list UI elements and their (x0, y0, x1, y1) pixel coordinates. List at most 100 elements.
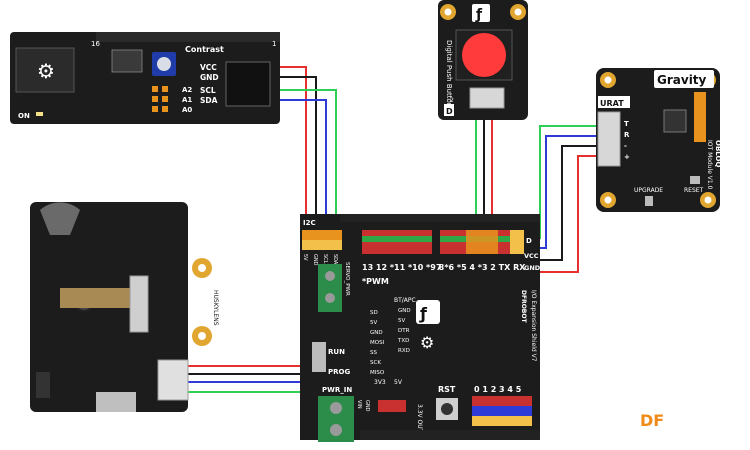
power-pins-right: GND 5V DTR TXD RXD (397, 308, 411, 354)
shield-title: I/O Expansion Shield V7 (530, 290, 537, 362)
button-mount-hole (514, 8, 522, 16)
iot-brand-box (654, 70, 714, 88)
iot-side-label-top: OBLOQ (714, 140, 722, 167)
wire-iot-gnd (524, 145, 600, 261)
lcd-chip (111, 49, 143, 73)
pin-sck: SCK (370, 360, 381, 366)
wire-iot-vcc (524, 155, 600, 273)
servo-label: SERVO_PWR (344, 262, 350, 296)
lcd-pin-socket (225, 61, 271, 107)
iot-pin-vcc: + (624, 153, 630, 161)
gear-icon: ⚙ (37, 59, 55, 83)
bt-pin-rxd: RXD (398, 348, 410, 354)
bottom-pin-header (360, 430, 540, 440)
pin-sd: SD (370, 310, 378, 316)
camera-sensor (129, 275, 149, 333)
shield-gnd-right-label: GND (524, 264, 541, 272)
huskylens-camera: HUSKYLENS (30, 202, 219, 412)
lcd-address-pins: A2 A1 A0 (182, 86, 192, 114)
button-logo (472, 4, 490, 22)
out-label: 3.3V OUT (416, 404, 423, 433)
rst-label: RST (438, 385, 456, 394)
digital-headers (362, 230, 524, 254)
prog-label: PROG (328, 368, 350, 376)
upgrade-button[interactable] (645, 196, 653, 206)
iot-pin-r: R (624, 131, 630, 139)
bt-pin-5v: 5V (398, 318, 405, 324)
iot-pins: T R - + (624, 120, 630, 161)
bt-label: BT/APC (394, 297, 416, 304)
analog-header (472, 396, 532, 426)
i2c-pin-labels: 5V GND SCL SDA (302, 254, 338, 266)
camera-button[interactable] (36, 372, 50, 398)
lcd-on-label: ON (18, 112, 30, 120)
button-code-label: D (446, 107, 453, 116)
shield-gear-icon: ⚙ (420, 333, 434, 352)
lcd-pin-vcc: VCC (200, 63, 217, 72)
contrast-label: Contrast (185, 45, 224, 54)
shield-brand: DFROBOT (520, 290, 527, 323)
run-prog-switch[interactable] (312, 342, 326, 372)
run-label: RUN (328, 348, 345, 356)
iot-connector (597, 111, 621, 167)
button-connector (469, 87, 505, 109)
analog-label: 0 1 2 3 4 5 (474, 385, 522, 394)
i2c-pin-scl: SCL (322, 254, 328, 264)
lcd-pcb (10, 32, 280, 124)
iot-port-box (598, 96, 630, 108)
camera-connector (157, 359, 189, 401)
shield-vcc-label: VCC (524, 252, 539, 260)
reset-button[interactable] (690, 176, 700, 184)
v3-label: 3V3 (374, 379, 386, 386)
shield-d-label: D (526, 237, 532, 245)
i2c-pin-5v: 5V (302, 254, 308, 261)
bt-pin-txd: TXD (397, 338, 409, 344)
voltage-jumper[interactable] (378, 400, 406, 412)
power-pins-left: SD 5V GND MOSI SS SCK MISO (370, 310, 385, 376)
button-title: Digital Push Button (445, 40, 453, 107)
v5-label: 5V (394, 379, 403, 386)
iot-side-label: IOT Module V1.0 (706, 140, 713, 190)
lcd-pin-header-right: 1 (272, 40, 276, 48)
i2c-pin-gnd: GND (312, 254, 318, 266)
shield-i2c-label: I2C (303, 219, 316, 227)
button-code-box (444, 104, 454, 116)
shield-pcb (300, 214, 540, 440)
lcd-on-led (36, 112, 43, 116)
top-pin-header (340, 214, 540, 222)
i2c-header (302, 230, 342, 250)
io-expansion-shield: I2C 5V GND SCL SDA SERVO_PWR 13 12 *11 *… (300, 214, 541, 442)
button-pin-label: 2 (450, 97, 454, 104)
lcd-pin-header (96, 32, 280, 42)
addr-a2: A2 (182, 86, 192, 94)
digital-top2-label: 7 *6 *5 4 *3 2 TX RX (436, 263, 526, 272)
red-push-button[interactable] (462, 33, 506, 77)
addr-a0: A0 (182, 106, 192, 114)
lcd-pin-scl: SCL (200, 86, 216, 95)
i2c-pin-sda: SDA (332, 254, 338, 265)
digital-top-label: 13 12 *11 *10 *9 8 (362, 263, 445, 272)
camera-usb-port (96, 392, 136, 412)
addr-a1: A1 (182, 96, 192, 104)
lcd-pins: VCC GND SCL SDA (200, 63, 219, 105)
iot-antenna (694, 92, 706, 142)
lcd-module: 16 1 ⚙ Contrast VCC GND SCL SDA A2 A1 A0 (10, 32, 280, 124)
iot-brand: Gravity (657, 73, 707, 87)
iot-reset-label: RESET (684, 187, 704, 194)
button-mount-hole (444, 8, 452, 16)
button-logo-glyph: ƒ (475, 7, 483, 23)
camera-flex-cable (60, 288, 130, 308)
vin-label: VIN (356, 400, 362, 409)
iot-chip (663, 109, 687, 133)
pin-ss: SS (370, 350, 377, 356)
bt-pin-dtr: DTR (398, 328, 410, 334)
address-jumpers (152, 86, 168, 112)
bt-pin-gnd: GND (398, 308, 411, 314)
lcd-pin-sda: SDA (200, 96, 218, 105)
camera-brand: HUSKYLENS (212, 290, 219, 326)
camera-dial (40, 202, 80, 235)
shield-logo-glyph: ƒ (419, 304, 428, 323)
iot-pin-gnd: - (624, 142, 627, 150)
iot-upgrade-label: UPGRADE (634, 187, 663, 194)
